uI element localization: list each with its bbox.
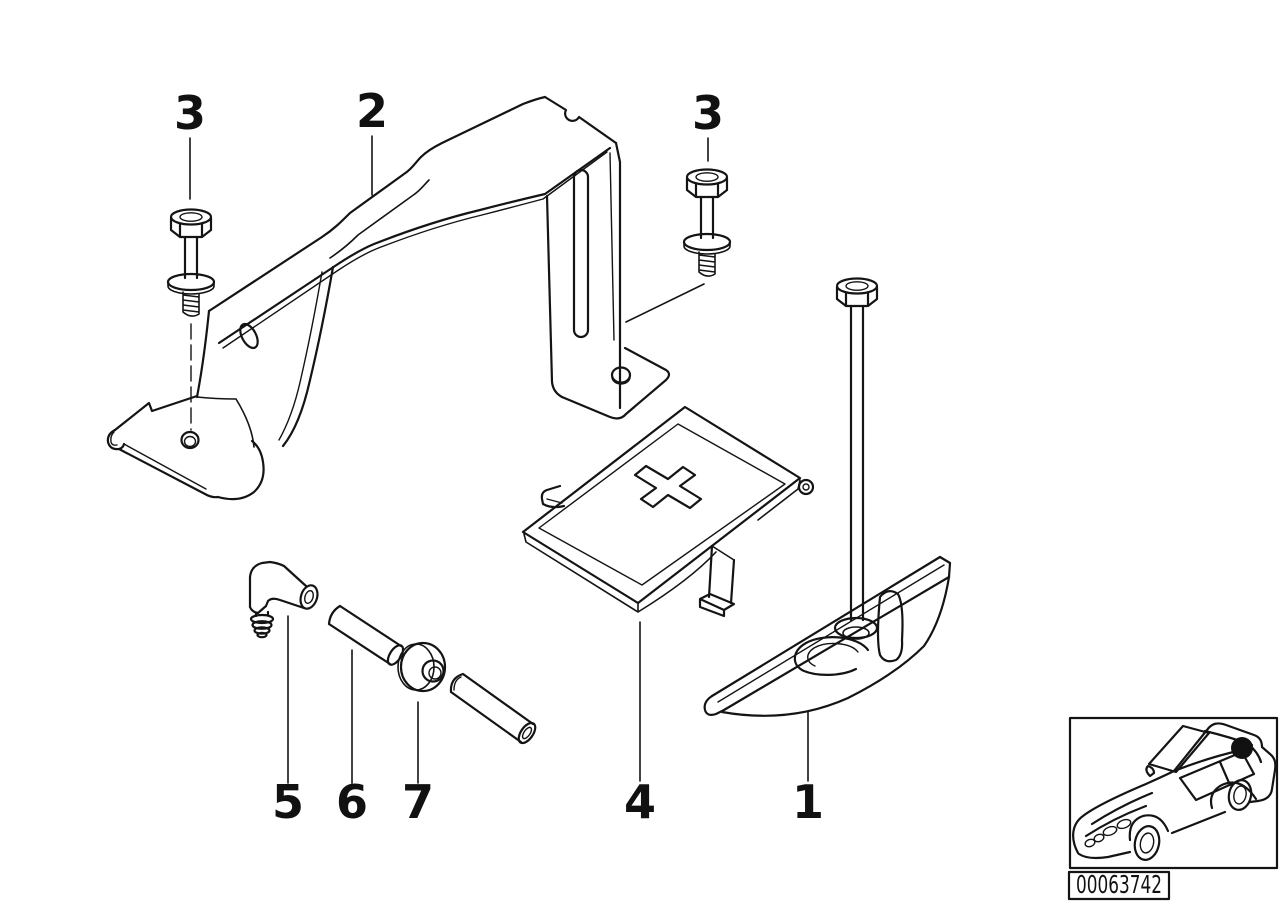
leader-3-right xyxy=(625,137,709,323)
vent-elbow-fitting xyxy=(248,560,319,639)
hex-bolt-left xyxy=(168,210,214,317)
part-callout-3-right[interactable]: 3 xyxy=(692,86,724,140)
part-callout-4[interactable]: 4 xyxy=(624,775,656,829)
part-callout-7[interactable]: 7 xyxy=(402,775,434,829)
vent-hose-short xyxy=(327,604,405,666)
part-callouts: 3 2 3 5 6 7 4 1 xyxy=(174,84,824,829)
leader-lines xyxy=(189,135,809,784)
hex-bolt-right xyxy=(684,170,730,277)
part-callout-3-left[interactable]: 3 xyxy=(174,86,206,140)
part-callout-6[interactable]: 6 xyxy=(336,775,368,829)
part-callout-5[interactable]: 5 xyxy=(272,775,304,829)
battery-terminal-cover: + xyxy=(521,405,815,618)
image-code-text: 00063742 xyxy=(1076,870,1162,899)
car-location-thumbnail xyxy=(1068,716,1279,870)
plus-symbol: + xyxy=(633,464,703,510)
vent-hose-long xyxy=(449,672,537,745)
cover-ear-hole xyxy=(797,478,815,496)
battery-location-dot xyxy=(1231,737,1253,759)
grommet xyxy=(397,641,447,693)
image-code-box: 00063742 xyxy=(1067,870,1171,901)
battery-clamp-rod xyxy=(703,277,952,717)
part-callout-1[interactable]: 1 xyxy=(792,775,824,829)
part-callout-2[interactable]: 2 xyxy=(356,84,388,138)
battery-holder-bracket xyxy=(106,95,671,501)
